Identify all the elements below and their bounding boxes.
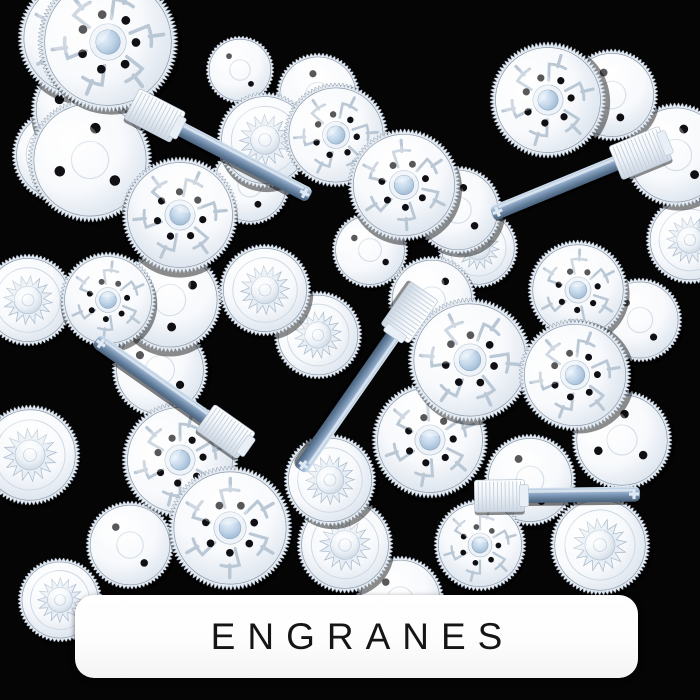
gear-spoked xyxy=(167,465,294,595)
gear-spoked xyxy=(37,0,182,115)
gear-spoked xyxy=(527,239,630,345)
gear-spoked xyxy=(347,128,462,246)
gear-plain3 xyxy=(27,97,156,226)
gear-sunburst xyxy=(549,494,654,598)
gear-spoked xyxy=(59,251,158,353)
label-banner: ENGRANES xyxy=(75,595,638,678)
gear-spoked xyxy=(489,41,611,161)
label-text: ENGRANES xyxy=(210,616,515,657)
gear-plain2 xyxy=(85,500,177,593)
gear-sunburst xyxy=(218,243,314,341)
gear-sunburst xyxy=(645,195,700,288)
gear-sunburst xyxy=(0,253,78,350)
gear-spoked xyxy=(433,498,527,596)
gear-plain2 xyxy=(205,35,277,108)
gear-spoked xyxy=(518,318,635,434)
gear-sunburst xyxy=(0,404,81,510)
